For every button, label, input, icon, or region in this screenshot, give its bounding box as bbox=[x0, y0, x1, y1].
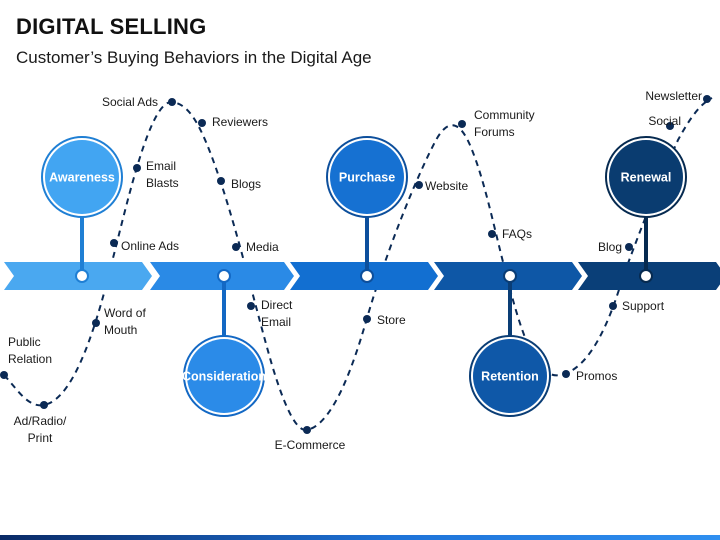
touchpoint-social-ads: Social Ads bbox=[102, 95, 176, 109]
stage-circle-purchase bbox=[330, 140, 404, 214]
touchpoint-e-commerce: E-Commerce bbox=[275, 426, 346, 452]
touchpoint-label-e-commerce: E-Commerce bbox=[275, 438, 346, 452]
timeline-node-consideration bbox=[217, 269, 231, 283]
touchpoint-store: Store bbox=[363, 313, 406, 327]
stage-label-consideration: Consideration bbox=[182, 370, 266, 384]
stage-circle-awareness bbox=[45, 140, 119, 214]
page-subtitle: Customer’s Buying Behaviors in the Digit… bbox=[16, 48, 372, 67]
touchpoint-label-website: Website bbox=[425, 179, 468, 193]
touchpoint-label-word-of-mouth: Mouth bbox=[104, 323, 137, 337]
touchpoint-media: Media bbox=[232, 240, 279, 254]
timeline-node-retention bbox=[503, 269, 517, 283]
stage-label-renewal: Renewal bbox=[621, 171, 672, 185]
touchpoint-label-blogs: Blogs bbox=[231, 177, 261, 191]
touchpoint-dot-blogs bbox=[217, 177, 225, 185]
touchpoint-dot-promos bbox=[562, 370, 570, 378]
touchpoint-label-community-forums: Community bbox=[474, 108, 535, 122]
touchpoint-blog: Blog bbox=[598, 240, 633, 254]
touchpoint-label-faqs: FAQs bbox=[502, 227, 532, 241]
touchpoint-label-online-ads: Online Ads bbox=[121, 239, 179, 253]
touchpoint-label-social: Social bbox=[648, 114, 681, 128]
touchpoint-label-direct-email: Email bbox=[261, 315, 291, 329]
touchpoint-label-direct-email: Direct bbox=[261, 298, 293, 312]
stage-circle-retention bbox=[473, 339, 547, 413]
touchpoint-dot-support bbox=[609, 302, 617, 310]
touchpoint-dot-store bbox=[363, 315, 371, 323]
stage-consideration: Consideration bbox=[182, 269, 266, 417]
touchpoint-label-community-forums: Forums bbox=[474, 125, 515, 139]
touchpoint-dot-ad-radio-print bbox=[40, 401, 48, 409]
stage-label-awareness: Awareness bbox=[49, 171, 115, 185]
stage-awareness: Awareness bbox=[41, 136, 123, 283]
touchpoint-label-social-ads: Social Ads bbox=[102, 95, 158, 109]
stage-circle-consideration bbox=[187, 339, 261, 413]
touchpoint-label-blog: Blog bbox=[598, 240, 622, 254]
touchpoint-online-ads: Online Ads bbox=[110, 239, 179, 253]
touchpoint-label-email-blasts: Blasts bbox=[146, 176, 179, 190]
touchpoint-label-reviewers: Reviewers bbox=[212, 115, 268, 129]
touchpoint-dot-community-forums bbox=[458, 120, 466, 128]
touchpoint-faqs: FAQs bbox=[488, 227, 532, 241]
touchpoint-label-ad-radio-print: Ad/Radio/ bbox=[14, 414, 67, 428]
touchpoint-website: Website bbox=[415, 179, 468, 193]
touchpoint-label-ad-radio-print: Print bbox=[28, 431, 53, 445]
touchpoint-label-email-blasts: Email bbox=[146, 159, 176, 173]
stage-label-purchase: Purchase bbox=[339, 171, 395, 185]
touchpoint-label-support: Support bbox=[622, 299, 665, 313]
timeline-node-purchase bbox=[360, 269, 374, 283]
touchpoint-label-newsletter: Newsletter bbox=[645, 89, 702, 103]
touchpoint-dot-email-blasts bbox=[133, 164, 141, 172]
touchpoint-promos: Promos bbox=[562, 369, 617, 383]
touchpoint-newsletter: Newsletter bbox=[645, 89, 711, 103]
touchpoint-dot-faqs bbox=[488, 230, 496, 238]
bottom-accent-bar bbox=[0, 535, 720, 540]
timeline-node-renewal bbox=[639, 269, 653, 283]
touchpoint-support: Support bbox=[609, 299, 665, 313]
touchpoint-reviewers: Reviewers bbox=[198, 115, 268, 129]
touchpoint-label-public-relation: Relation bbox=[8, 352, 52, 366]
timeline-node-awareness bbox=[75, 269, 89, 283]
touchpoint-dot-word-of-mouth bbox=[92, 319, 100, 327]
touchpoint-label-public-relation: Public bbox=[8, 335, 41, 349]
touchpoint-social: Social bbox=[648, 114, 681, 130]
touchpoint-label-media: Media bbox=[246, 240, 279, 254]
touchpoint-label-promos: Promos bbox=[576, 369, 617, 383]
touchpoint-dot-direct-email bbox=[247, 302, 255, 310]
page-title: DIGITAL SELLING bbox=[16, 14, 207, 39]
stage-label-retention: Retention bbox=[481, 370, 539, 384]
stage-retention: Retention bbox=[469, 269, 551, 417]
touchpoint-dot-public-relation bbox=[0, 371, 8, 379]
touchpoint-word-of-mouth: Word of Mouth bbox=[92, 306, 146, 337]
stage-circle-renewal bbox=[609, 140, 683, 214]
touchpoint-blogs: Blogs bbox=[217, 177, 261, 191]
touchpoint-ad-radio-print: Ad/Radio/Print bbox=[14, 401, 67, 445]
stage-purchase: Purchase bbox=[326, 136, 408, 283]
stage-renewal: Renewal bbox=[605, 136, 687, 283]
touchpoint-dot-reviewers bbox=[198, 119, 206, 127]
touchpoint-dot-e-commerce bbox=[303, 426, 311, 434]
touchpoint-dot-media bbox=[232, 243, 240, 251]
touchpoint-dot-social-ads bbox=[168, 98, 176, 106]
touchpoint-label-word-of-mouth: Word of bbox=[104, 306, 146, 320]
touchpoint-dot-newsletter bbox=[703, 95, 711, 103]
touchpoint-label-store: Store bbox=[377, 313, 406, 327]
touchpoint-dot-social bbox=[666, 122, 674, 130]
touchpoint-dot-website bbox=[415, 181, 423, 189]
touchpoint-dot-blog bbox=[625, 243, 633, 251]
touchpoint-dot-online-ads bbox=[110, 239, 118, 247]
